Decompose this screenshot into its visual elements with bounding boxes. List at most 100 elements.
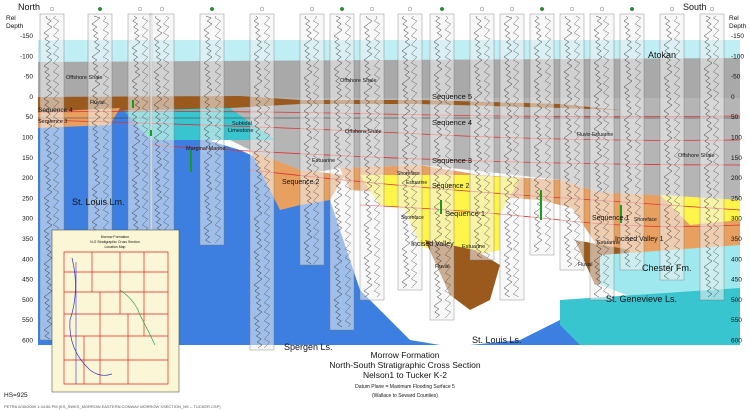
- label-chester-fm: Chester Fm.: [642, 263, 692, 273]
- inset-map-frame: [51, 229, 180, 393]
- well-symbol-icon: [260, 6, 265, 11]
- depth-tick-left: -100: [20, 53, 33, 60]
- north-label: North: [18, 2, 40, 12]
- well-log-trace: [623, 15, 633, 268]
- well-symbol-icon: [480, 6, 485, 11]
- depth-tick-left: 600: [22, 338, 33, 345]
- label-shoreface-3: Shoreface: [634, 217, 657, 223]
- depth-tick-left: 150: [22, 155, 33, 162]
- well-symbol-icon: [710, 6, 715, 11]
- depth-tick-right: 400: [731, 256, 742, 263]
- label-incised-valley: Incised Valley: [411, 241, 454, 248]
- unit-labels: Atokan Offshore Shale Offshore Shale Off…: [38, 50, 715, 352]
- county-lines-h: [64, 271, 168, 361]
- well-log-trace: [253, 15, 263, 349]
- depth-tick-right: 100: [731, 135, 742, 142]
- inset-title3: Location Map: [104, 245, 125, 249]
- rel-depth-left-2: Depth: [6, 23, 24, 30]
- depth-tick-right: 350: [731, 236, 742, 243]
- well-log-column: [699, 13, 725, 301]
- label-offshore-shale-4: Offshore Shale: [678, 153, 715, 159]
- county-lines-v: [83, 252, 145, 384]
- inset-title1: Morrow Formation: [101, 235, 129, 239]
- label-sequence-3: Sequence 3: [432, 156, 472, 165]
- depth-tick-right: 550: [731, 317, 742, 324]
- well-log-trace: [673, 15, 681, 280]
- inset-location-map: Morrow Formation N-S Stratigraphic Cross…: [51, 229, 180, 393]
- depth-tick-right: 450: [731, 277, 742, 284]
- depth-tick-left: 100: [22, 135, 33, 142]
- rel-depth-right-2: Depth: [729, 23, 747, 30]
- label-fluvial-2: Fluvial: [435, 264, 449, 270]
- perforation-marker: [440, 200, 442, 214]
- well-log-trace: [513, 15, 520, 298]
- well-log-trace: [373, 15, 381, 298]
- well-log-trace: [593, 15, 603, 298]
- label-marginal-marine: Marginal Marine: [186, 146, 225, 152]
- perforation-marker: [620, 205, 622, 223]
- label-sequence-3-left: Sequence 3: [38, 119, 67, 125]
- rel-depth-left: Rel: [6, 15, 16, 22]
- perforation-marker: [540, 190, 542, 220]
- label-fluvio-estuarine: Fluvio-Estuarine: [577, 132, 613, 138]
- county-outline: [63, 251, 169, 385]
- depth-tick-left: 400: [22, 256, 33, 263]
- depth-tick-right: 150: [731, 155, 742, 162]
- well-log-trace: [102, 15, 109, 253]
- depth-tick-left: 300: [22, 216, 33, 223]
- well-log-column: [499, 13, 525, 301]
- label-sequence-4-left: Sequence 4: [38, 107, 73, 114]
- well-log-trace: [634, 15, 641, 268]
- label-sequence-5: Sequence 5: [432, 92, 472, 101]
- well-log-trace: [131, 15, 141, 238]
- well-log-trace: [313, 15, 320, 265]
- label-estuarine-2: Estuarine: [406, 180, 427, 186]
- well-log-column: [127, 13, 153, 241]
- depth-tick-left: 500: [22, 297, 33, 304]
- title-block: Morrow Formation North-South Stratigraph…: [329, 350, 480, 399]
- depth-tick-left: 0: [29, 94, 33, 101]
- title-note: (Wallace to Seward Counties): [372, 393, 438, 399]
- well-log-trace: [363, 15, 373, 298]
- well-log-column: [559, 13, 585, 271]
- label-atokan: Atokan: [648, 50, 676, 60]
- depth-tick-left: -150: [20, 33, 33, 40]
- rel-depth-right: Rel: [729, 15, 739, 22]
- well-log-trace: [603, 15, 610, 298]
- well-log-trace: [483, 15, 491, 259]
- south-label: South: [683, 2, 707, 12]
- well-symbol-icon: [310, 6, 315, 11]
- well-log-trace: [573, 15, 581, 268]
- label-st-louis-ls: St. Louis Ls.: [472, 335, 522, 345]
- well-symbol-icon: [209, 6, 214, 11]
- label-subtidal-limestone: Subtidal Limestone: [228, 121, 253, 134]
- inset-county-grid: [63, 251, 169, 385]
- well-log-column: [469, 13, 495, 261]
- well-symbol-icon: [370, 6, 375, 11]
- well-log-column: [397, 13, 423, 291]
- label-fluvial-1: Fluvial: [90, 100, 104, 106]
- title-line1: Morrow Formation: [371, 350, 440, 360]
- well-log-trace: [503, 15, 513, 298]
- well-symbol-icon: [340, 6, 345, 11]
- well-log-trace: [473, 15, 483, 259]
- depth-tick-right: 200: [731, 175, 742, 182]
- well-log-column: [589, 13, 615, 301]
- well-symbol-icon: [510, 6, 515, 11]
- inset-title2: N-S Stratigraphic Cross Section: [90, 240, 139, 244]
- label-sequence-1: Sequence 1: [445, 209, 485, 218]
- title-datum: Datum Plane = Maximum Flooding Surface 5: [355, 384, 455, 390]
- well-symbol-icon: [97, 6, 102, 11]
- label-estuarine-3: Estuarine: [462, 244, 485, 250]
- label-shoreface-1: Shoreface: [397, 171, 420, 177]
- label-subtidal-1: Subtidal: [232, 121, 252, 127]
- well-log-column: [359, 13, 385, 301]
- label-offshore-shale-2: Offshore Shale: [340, 78, 377, 84]
- label-sequence-2: Sequence 2: [282, 179, 319, 186]
- depth-tick-left: 250: [22, 195, 33, 202]
- well-log-trace: [303, 15, 313, 265]
- well-log-trace: [663, 15, 673, 280]
- well-log-trace: [203, 15, 213, 244]
- well-log-trace: [263, 15, 271, 349]
